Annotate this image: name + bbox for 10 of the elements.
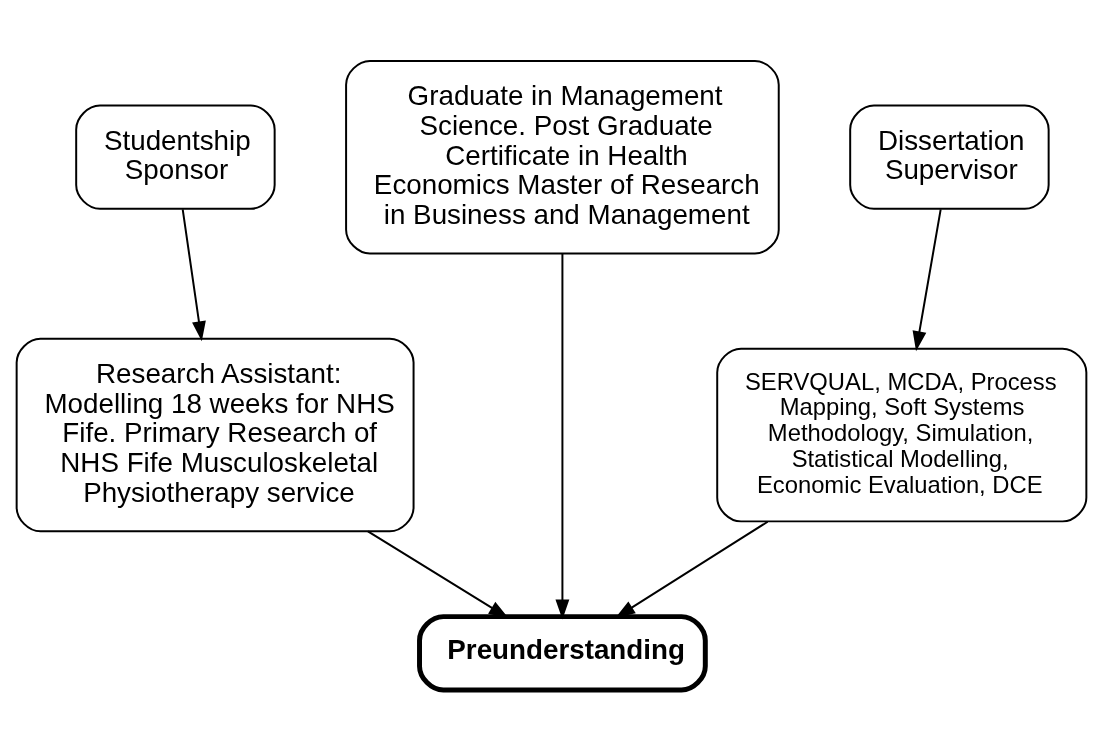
node-box: Graduate in Management Science. Post Graduate Certificate in Health Economics Master of Research in Business and Management [345, 59, 780, 255]
node-box: Research Assistant: Modelling 18 weeks for NHS Fife. Primary Research of NHS Fife Musculoskeletal Physiotherapy service [15, 337, 415, 533]
arrow [181, 208, 206, 342]
node-box: Studentship Sponsor [75, 104, 276, 210]
node-box: Dissertation Supervisor [849, 104, 1050, 210]
arrow [555, 252, 570, 620]
node-box: SERVQUAL, MCDA, Process Mapping, Soft Systems Methodology, Simulation, Statistical Modelling, Economic Evaluation, DCE [716, 347, 1088, 523]
arrow [912, 208, 942, 352]
arrow [615, 520, 769, 618]
node-box: Preunderstanding [417, 614, 708, 693]
